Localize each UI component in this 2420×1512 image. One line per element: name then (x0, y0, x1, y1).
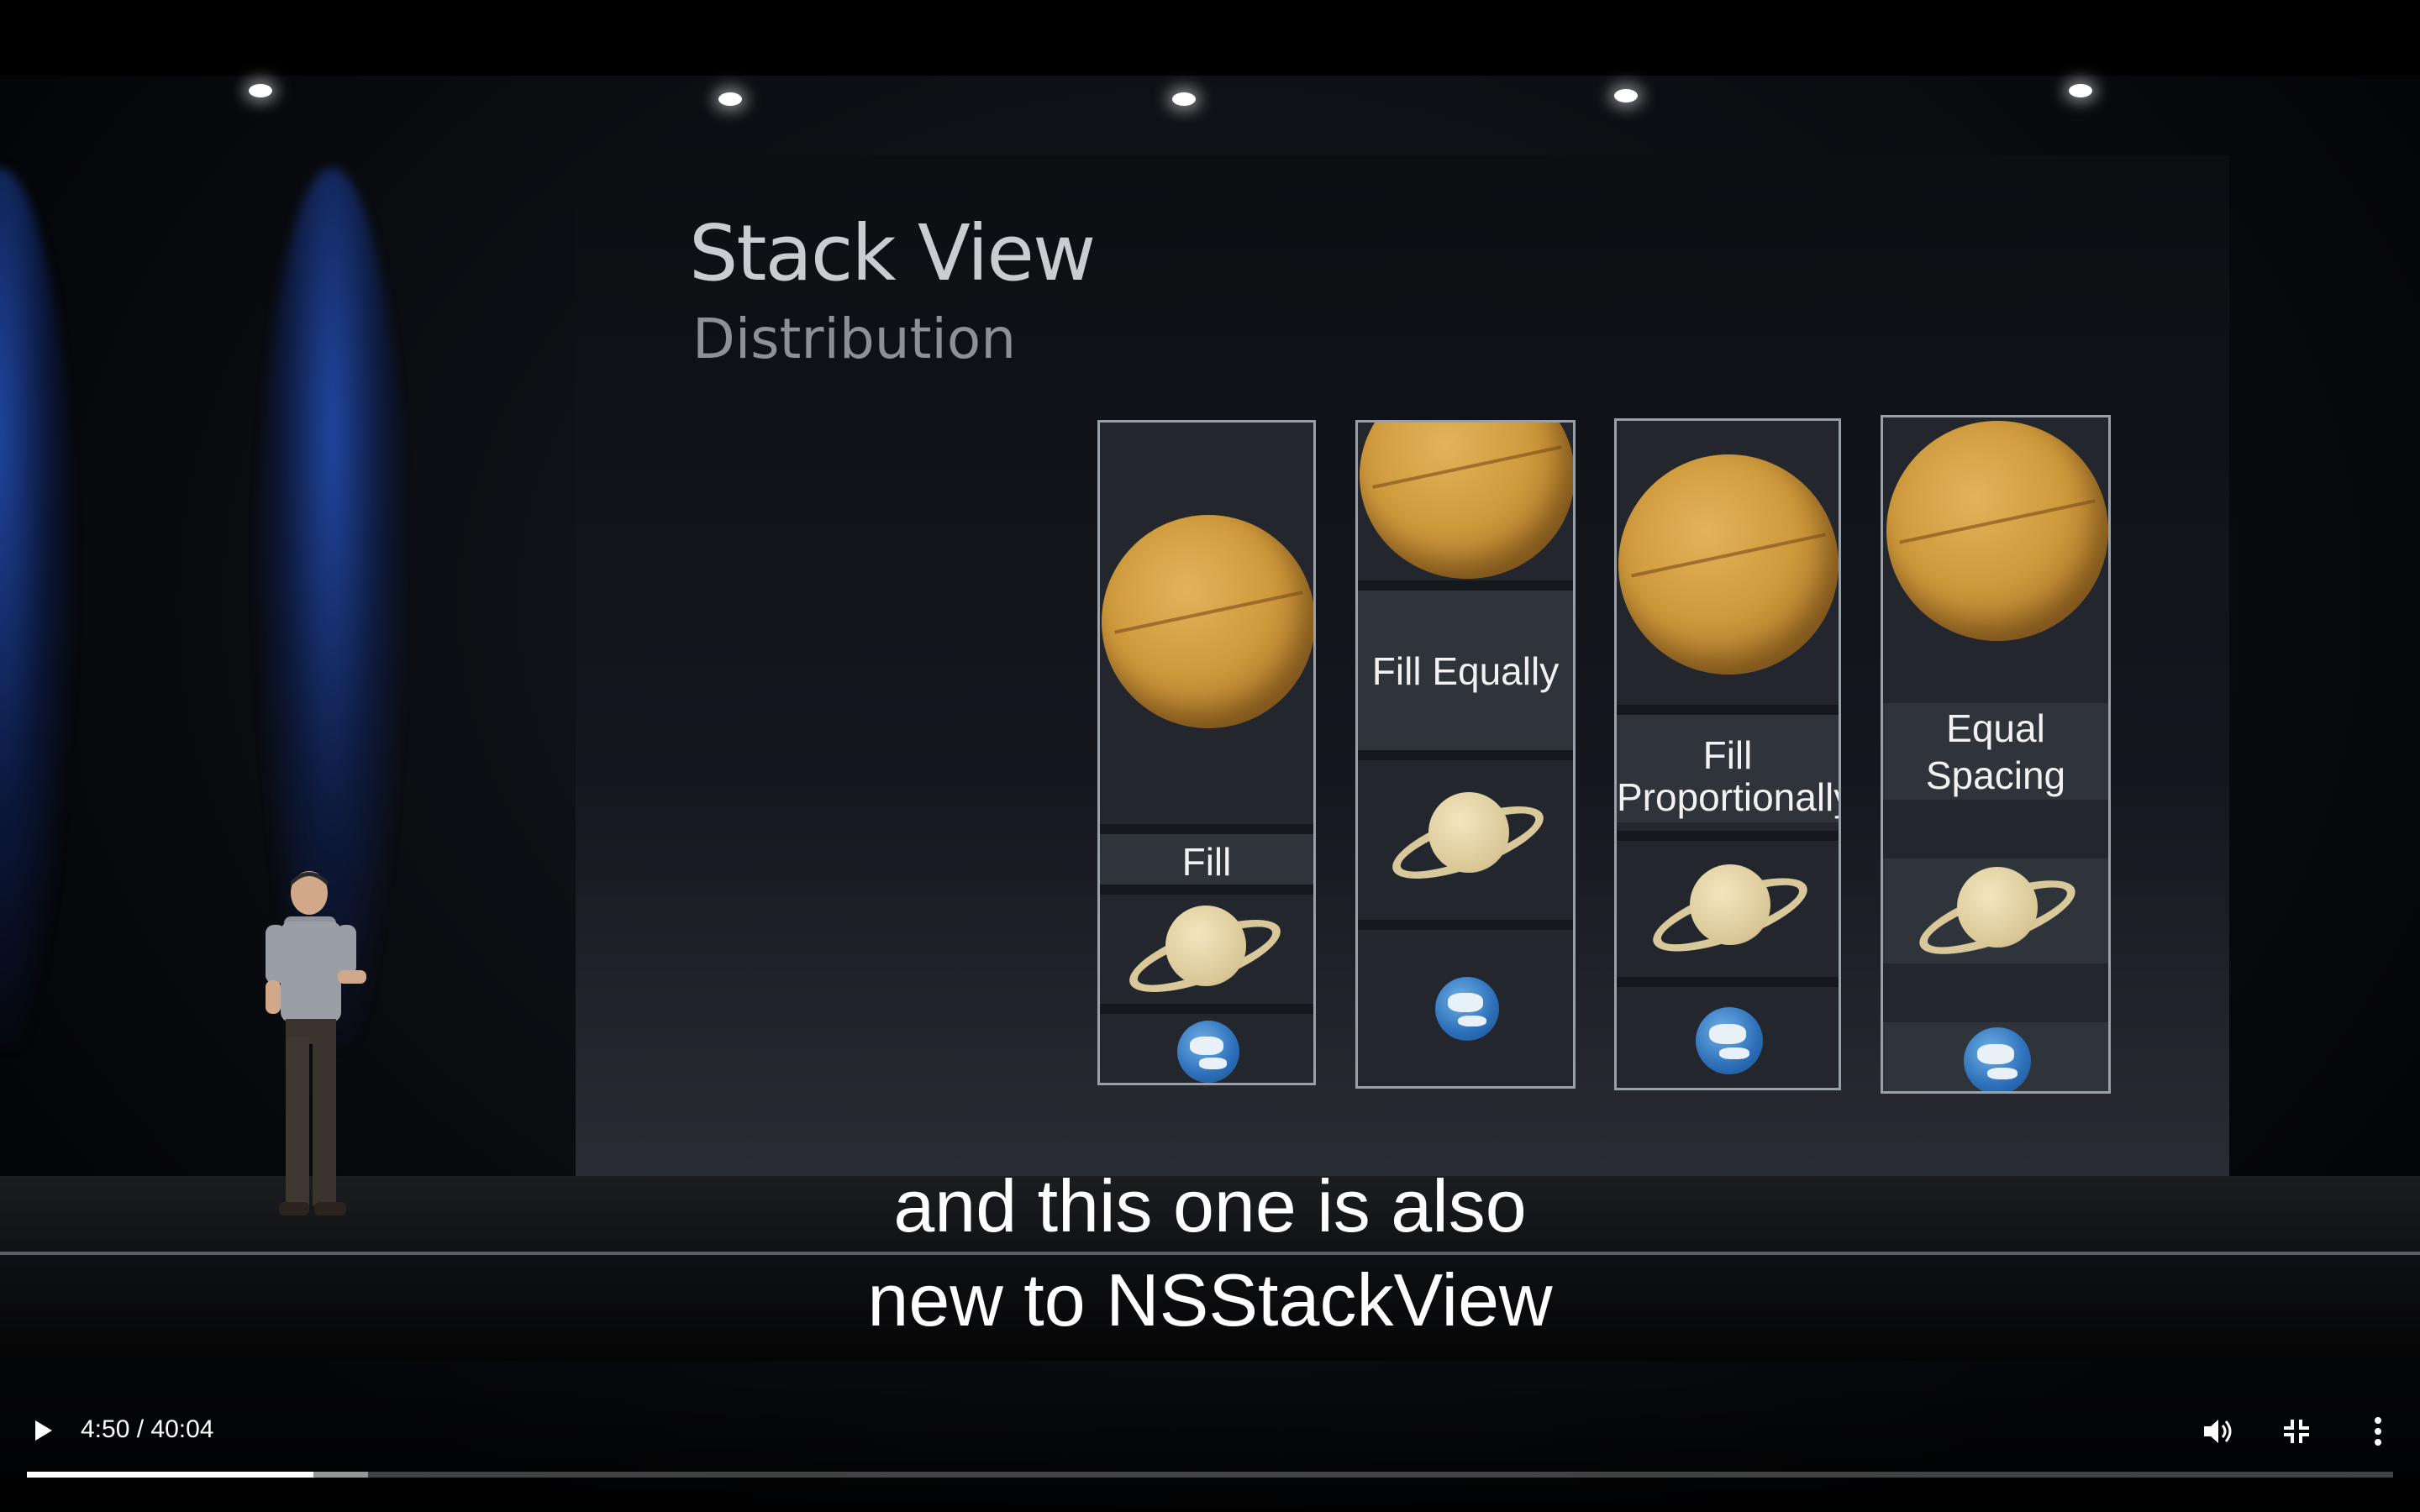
blue-spotlight (256, 168, 408, 1050)
saturn-icon (1121, 905, 1289, 1007)
time-display: 4:50 / 40:04 (81, 1415, 214, 1443)
presenter (244, 869, 378, 1231)
earth-icon (1696, 1007, 1763, 1074)
jupiter-icon (1886, 421, 2108, 641)
earth-icon (1177, 1021, 1239, 1083)
caption-line-2: new to NSStackView (867, 1258, 1553, 1341)
saturn-icon (1384, 791, 1552, 894)
column-label-line2: Spacing (1925, 753, 2066, 797)
subtitle-caption: and this one is also new to NSStackView (0, 1159, 2420, 1347)
stack-column-fill-proportionally: Fill Proportionally (1614, 418, 1841, 1090)
slide-subtitle: Distribution (692, 307, 1017, 371)
more-vert-icon[interactable] (2371, 1416, 2385, 1446)
seek-bar[interactable] (27, 1472, 2393, 1478)
column-label-line1: Equal (1946, 706, 2045, 750)
slide-title: Stack View (689, 208, 1096, 298)
player-controls (0, 1378, 2420, 1512)
blue-spotlight (0, 168, 76, 1050)
volume-icon[interactable] (2202, 1416, 2235, 1446)
earth-icon (1435, 977, 1499, 1041)
jupiter-icon (1618, 454, 1839, 675)
column-label-line1: Fill (1702, 733, 1753, 777)
played-progress (27, 1472, 313, 1478)
stage-floor (0, 1176, 2420, 1361)
stage-light (1614, 89, 1638, 102)
stage-light (718, 92, 742, 106)
column-label-line2: Proportionally (1617, 775, 1841, 819)
saturn-icon (1644, 863, 1816, 967)
stack-column-fill-equally: Fill Equally (1355, 420, 1576, 1089)
saturn-icon (1911, 865, 2084, 969)
jupiter-icon (1360, 423, 1573, 579)
column-label: Fill Equally (1371, 649, 1560, 693)
stack-column-equal-spacing: Equal Spacing (1881, 415, 2111, 1094)
column-label: Fill (1181, 840, 1232, 884)
stage-light (1172, 92, 1196, 106)
earth-icon (1964, 1027, 2031, 1091)
play-icon[interactable] (30, 1418, 55, 1443)
caption-line-1: and this one is also (893, 1164, 1527, 1247)
stage-light (249, 84, 272, 97)
top-letterbox (0, 0, 2420, 76)
stage-edge (0, 1252, 2420, 1255)
jupiter-icon (1102, 515, 1313, 728)
exit-fullscreen-icon[interactable] (2282, 1418, 2311, 1445)
stage-light (2069, 84, 2092, 97)
stack-column-fill: Fill (1097, 420, 1316, 1085)
